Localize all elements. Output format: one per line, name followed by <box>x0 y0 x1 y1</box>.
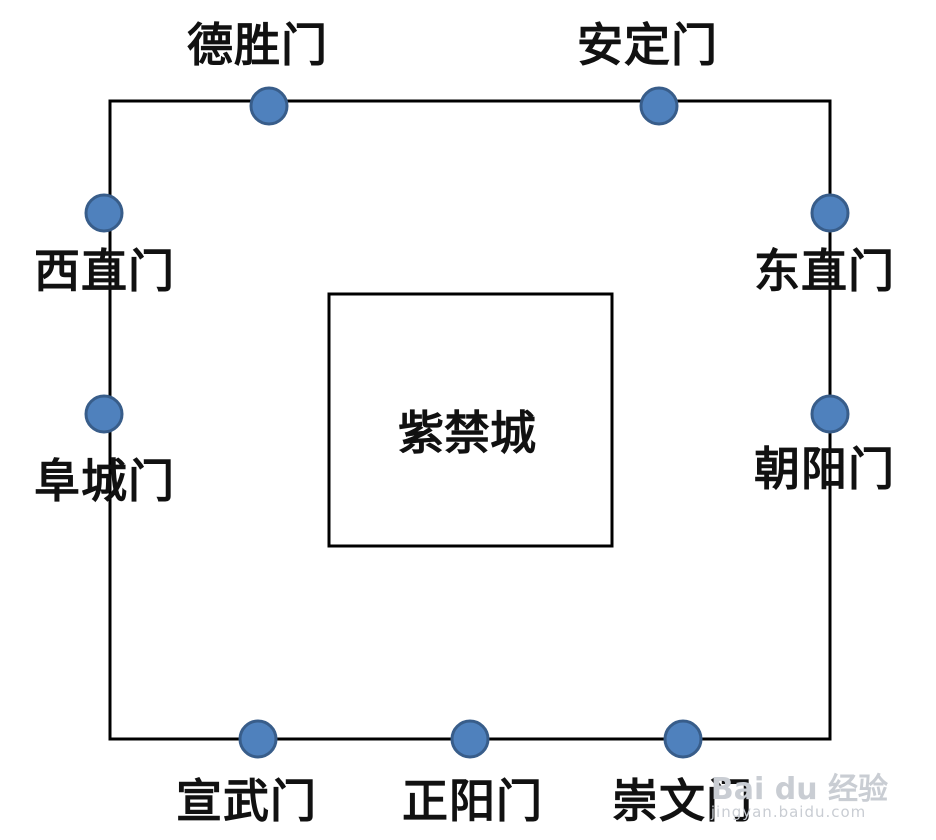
gate-label-xuanwumen: 宣武门 <box>176 774 317 828</box>
gate-label-fuchengmen: 阜城门 <box>34 454 175 508</box>
gate-marker-andingmen <box>639 86 679 126</box>
gate-marker-xuanwumen <box>238 719 278 759</box>
gate-label-zhengyangmen: 正阳门 <box>402 774 543 828</box>
watermark-line1: Bai du 经验 <box>710 772 888 807</box>
forbidden-city-label: 紫禁城 <box>398 406 536 460</box>
gate-marker-chongwenmen <box>663 719 703 759</box>
gate-marker-xizhimen <box>84 193 124 233</box>
gate-marker-deshengmen <box>249 86 289 126</box>
gate-label-deshengmen: 德胜门 <box>187 18 328 72</box>
gate-label-chaoyangmen: 朝阳门 <box>754 442 895 496</box>
gate-label-andingmen: 安定门 <box>577 18 718 72</box>
watermark-line2: jingyan.baidu.com <box>710 803 867 821</box>
forbidden-city-box <box>327 292 614 548</box>
gate-marker-dongzhimen <box>810 193 850 233</box>
gate-marker-chaoyangmen <box>810 394 850 434</box>
gate-label-dongzhimen: 东直门 <box>754 244 895 298</box>
gate-label-chongwenmen: 崇文门 <box>612 774 753 828</box>
gate-label-xizhimen: 西直门 <box>34 244 175 298</box>
gate-marker-fuchengmen <box>84 394 124 434</box>
baidu-jingyan-watermark: Bai du 经验 jingyan.baidu.com <box>711 775 888 820</box>
gate-marker-zhengyangmen <box>450 719 490 759</box>
